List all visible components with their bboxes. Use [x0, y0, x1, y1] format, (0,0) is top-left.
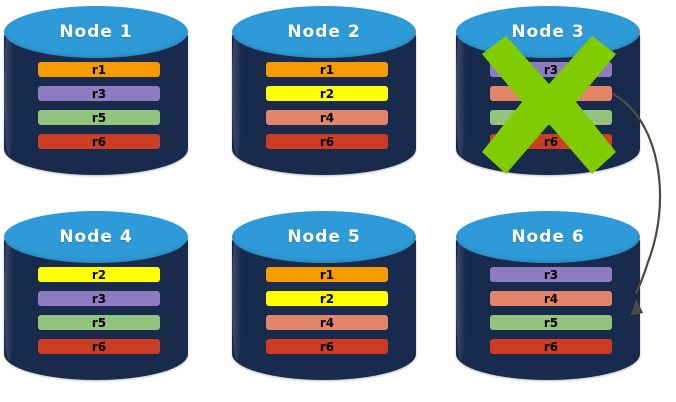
- node-2-records: r1 r2 r4 r6: [266, 62, 388, 149]
- record-bar[interactable]: r6: [38, 134, 160, 149]
- record-bar[interactable]: r6: [266, 339, 388, 354]
- node-5-records: r1 r2 r4 r6: [266, 267, 388, 354]
- node-1-records: r1 r3 r5 r6: [38, 62, 160, 149]
- node-5-cylinder-top: [232, 211, 416, 263]
- record-bar[interactable]: r2: [38, 267, 160, 282]
- record-bar[interactable]: r5: [38, 110, 160, 125]
- record-bar[interactable]: r1: [266, 267, 388, 282]
- record-bar[interactable]: r4: [266, 110, 388, 125]
- node-5-label: Node 5: [287, 227, 361, 247]
- node-3[interactable]: Node 3 r3 r4 r5 r6: [452, 4, 644, 189]
- record-bar[interactable]: r2: [266, 291, 388, 306]
- record-bar[interactable]: r3: [38, 86, 160, 101]
- node-2-cylinder-top: [232, 6, 416, 58]
- record-bar[interactable]: r4: [490, 86, 612, 101]
- record-bar[interactable]: r1: [38, 62, 160, 77]
- record-bar[interactable]: r5: [38, 315, 160, 330]
- node-3-records: r3 r4 r5 r6: [490, 62, 612, 149]
- node-4-records: r2 r3 r5 r6: [38, 267, 160, 354]
- record-bar[interactable]: r5: [490, 315, 612, 330]
- node-4-cylinder-top: [4, 211, 188, 263]
- record-bar[interactable]: r1: [266, 62, 388, 77]
- record-bar[interactable]: r5: [490, 110, 612, 125]
- record-bar[interactable]: r6: [490, 339, 612, 354]
- record-bar[interactable]: r3: [490, 267, 612, 282]
- record-bar[interactable]: r3: [38, 291, 160, 306]
- node-2-label: Node 2: [287, 22, 361, 42]
- record-bar[interactable]: r6: [38, 339, 160, 354]
- node-2[interactable]: Node 2 r1 r2 r4 r6: [228, 4, 420, 189]
- record-bar[interactable]: r3: [490, 62, 612, 77]
- node-1[interactable]: Node 1 r1 r3 r5 r6: [0, 4, 192, 189]
- record-bar[interactable]: r2: [266, 86, 388, 101]
- node-6-records: r3 r4 r5 r6: [490, 267, 612, 354]
- record-bar[interactable]: r4: [490, 291, 612, 306]
- node-1-label: Node 1: [59, 22, 133, 42]
- node-1-cylinder-top: [4, 6, 188, 58]
- record-bar[interactable]: r6: [266, 134, 388, 149]
- node-4-label: Node 4: [59, 227, 133, 247]
- node-4[interactable]: Node 4 r2 r3 r5 r6: [0, 209, 192, 394]
- node-6-cylinder-top: [456, 211, 640, 263]
- node-6[interactable]: Node 6 r3 r4 r5 r6: [452, 209, 644, 394]
- record-bar[interactable]: r6: [490, 134, 612, 149]
- node-6-label: Node 6: [511, 227, 585, 247]
- node-3-label: Node 3: [511, 22, 585, 42]
- record-bar[interactable]: r4: [266, 315, 388, 330]
- node-5[interactable]: Node 5 r1 r2 r4 r6: [228, 209, 420, 394]
